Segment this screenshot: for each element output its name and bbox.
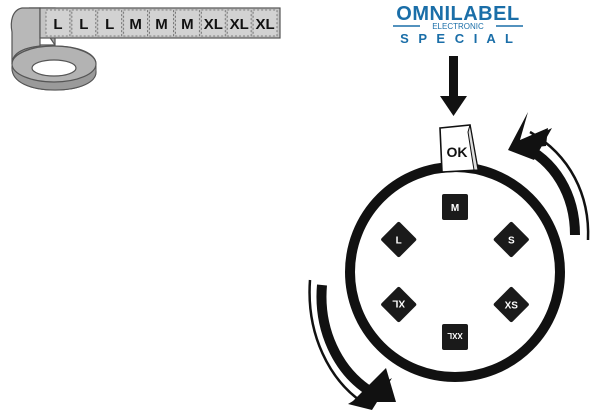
tape-label-text: XL	[230, 16, 249, 33]
tape-label-text: L	[79, 16, 88, 33]
carousel-slot-label: XXL	[447, 331, 463, 340]
ok-tag: OK	[439, 124, 479, 173]
carousel-slot-chip	[493, 221, 529, 258]
tape-label-cell	[200, 9, 226, 37]
carousel-slot-chip	[381, 286, 417, 323]
carousel-slot: L	[381, 221, 417, 258]
rotate-arrow-bottom-left-icon	[308, 279, 396, 410]
tape-label-cell	[123, 9, 148, 37]
carousel-slot: XXL	[442, 324, 468, 350]
carousel-slot-label: XS	[505, 301, 519, 312]
tape-label-text: XL	[255, 16, 274, 33]
tape-label-text: L	[105, 16, 114, 33]
carousel-slot: M	[442, 194, 468, 220]
tape-label-text: M	[129, 16, 142, 33]
logo-line2: ELECTRONIC	[432, 22, 484, 31]
tape-label-cell	[175, 9, 200, 37]
arrow-down-icon	[440, 56, 467, 116]
tape-label-cell	[226, 9, 252, 37]
tape-label-cell	[252, 9, 278, 37]
tape-label-text: L	[53, 16, 62, 33]
carousel-slot-label: S	[508, 236, 515, 247]
tape-label-text: M	[181, 16, 194, 33]
carousel-slot-chip	[442, 194, 468, 220]
tape-label-cell	[149, 9, 174, 37]
tape-label-cell	[97, 9, 123, 37]
carousel-slot-label: XL	[392, 298, 405, 309]
tape-label-text: XL	[204, 16, 223, 33]
carousel-slot-chip	[442, 324, 468, 350]
logo-line3: S P E C I A L	[400, 31, 516, 46]
ok-tag-fold	[467, 124, 479, 171]
carousel-slot-label: L	[396, 236, 402, 247]
carousel: M S XS XXL XL L	[345, 162, 565, 382]
carousel-slot-chip	[493, 286, 529, 323]
carousel-slot: S	[493, 221, 529, 258]
tape-label-cell	[71, 9, 97, 37]
carousel-slot: XS	[493, 286, 529, 323]
carousel-slots: M S XS XXL XL L	[381, 194, 529, 350]
ok-tag-text: OK	[447, 144, 468, 160]
tape-label-text: M	[155, 16, 168, 33]
carousel-slot-chip	[381, 221, 417, 258]
logo-line1: OMNILABEL	[396, 3, 519, 25]
tape-label-cell	[45, 9, 71, 37]
roll-curl	[10, 7, 41, 65]
omnilabel-logo: OMNILABEL ELECTRONIC S P E C I A L	[393, 3, 523, 46]
rotate-arrow-top-right-icon	[508, 112, 590, 241]
carousel-slot-label: M	[451, 203, 459, 214]
carousel-slot: XL	[381, 286, 417, 323]
roll-core-hole	[31, 59, 77, 77]
